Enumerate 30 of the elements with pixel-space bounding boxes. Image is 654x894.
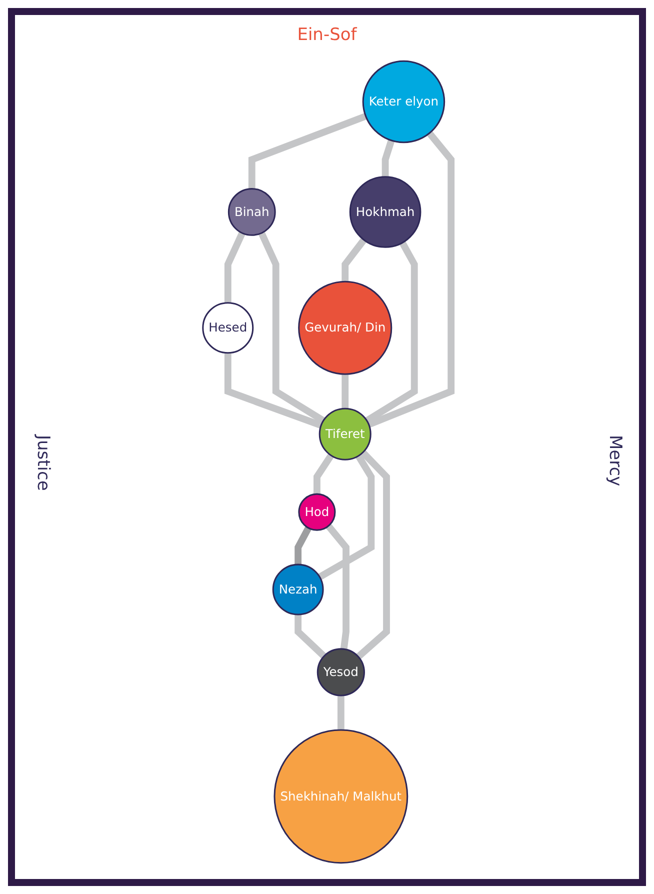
connector <box>367 130 455 428</box>
connector <box>318 454 375 580</box>
side-label: Mercy <box>605 435 625 486</box>
connector <box>356 450 390 660</box>
connector <box>337 696 344 730</box>
connector <box>294 526 312 565</box>
connector <box>326 524 350 650</box>
node-circle <box>298 280 392 375</box>
connector <box>258 232 326 424</box>
node-circle <box>349 176 422 248</box>
connector <box>224 232 246 303</box>
connector <box>294 614 326 659</box>
node-circle <box>362 60 446 144</box>
label-text: Ein-Sof <box>297 25 357 45</box>
connector <box>342 238 367 282</box>
connector <box>342 374 349 409</box>
connector <box>365 241 418 424</box>
node-circle <box>274 729 408 864</box>
node-circle <box>318 408 372 460</box>
frame-border: Ein-Sof Justice Mercy Keter elyon Binah Hokhmah Hesed Gevurah/ Din Tiferet Hod Nezah Yesod Shekhinah/ Malkhut <box>8 8 646 886</box>
connector <box>248 112 367 189</box>
connector <box>224 352 322 429</box>
connector <box>314 454 334 494</box>
node-circle <box>228 188 276 236</box>
node-circle <box>272 564 324 616</box>
node-circle <box>316 648 365 696</box>
node-circle <box>298 493 336 531</box>
side-label: Justice <box>33 435 53 491</box>
connector <box>382 139 395 177</box>
node-circle <box>202 302 254 354</box>
